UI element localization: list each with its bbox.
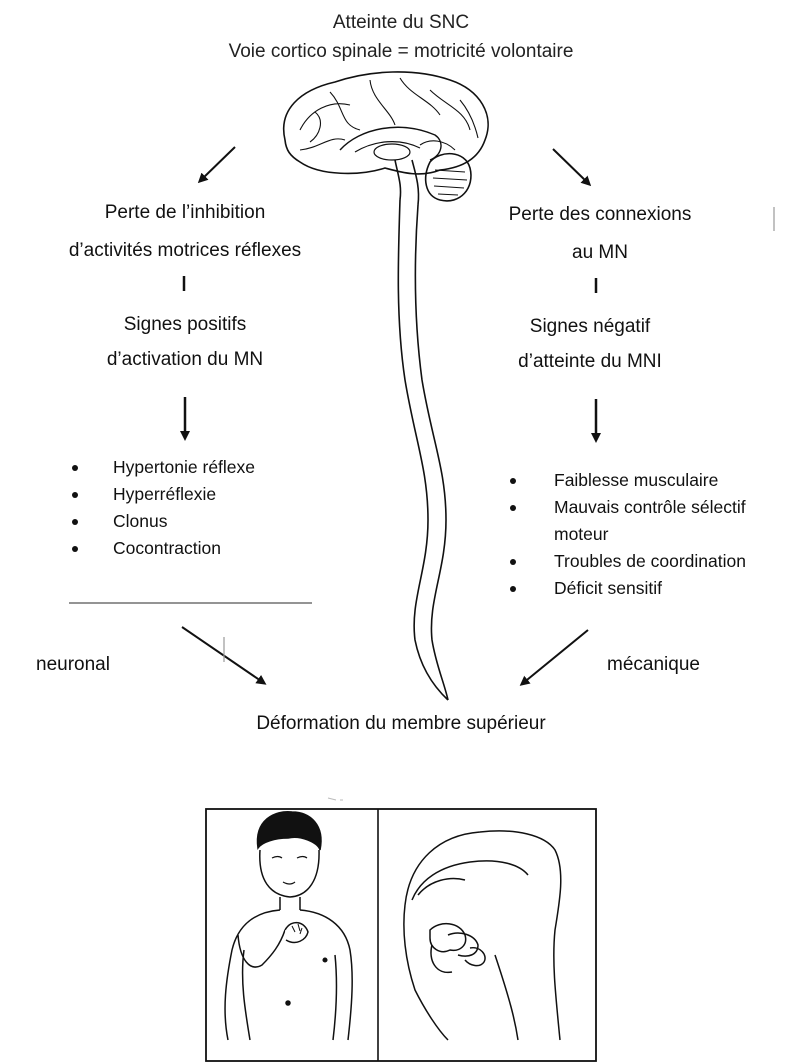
left-symptom: Cocontraction [113,538,221,558]
list-item: Troubles de coordination [510,548,746,575]
spinal-cord-illustration [398,200,448,700]
deformity-figure [206,798,596,1061]
list-item: moteur [510,521,746,548]
bullet-icon [510,478,516,484]
right-signs-line2: d’atteinte du MNI [470,352,710,371]
list-item: Faiblesse musculaire [510,467,746,494]
arrow-top-left [200,147,235,181]
right-heading-line2: au MN [480,243,720,262]
right-symptom: Déficit sensitif [554,578,662,598]
left-symptom: Hypertonie réflexe [113,457,255,477]
left-heading-line2: d’activités motrices réflexes [0,241,370,260]
bullet-icon [72,519,78,525]
bullet-icon [510,586,516,592]
bullet-icon [510,505,516,511]
left-signs-line1: Signes positifs [0,315,370,334]
hand-illustration [404,831,561,1040]
left-symptom: Hyperréflexie [113,484,216,504]
bullet-icon [72,492,78,498]
left-symptom: Clonus [113,511,167,531]
arrow-mecanique [522,630,588,684]
label-neuronal: neuronal [36,655,110,674]
arrow-neuronal [182,627,264,683]
right-symptom: Mauvais contrôle sélectif [554,497,746,517]
right-symptom: moteur [554,524,608,544]
list-item: Hyperréflexie [72,481,255,508]
left-signs-line2: d’activation du MN [0,350,370,369]
child-illustration [225,812,352,1040]
list-item: Cocontraction [72,535,255,562]
right-heading-line1: Perte des connexions [480,205,720,224]
right-signs-line1: Signes négatif [470,317,710,336]
right-symptom-list: Faiblesse musculaire Mauvais contrôle sé… [510,467,746,602]
list-item: Déficit sensitif [510,575,746,602]
brain-illustration [284,72,488,205]
bullet-icon [72,465,78,471]
list-item: Clonus [72,508,255,535]
result-label: Déformation du membre supérieur [0,714,802,733]
bullet-icon [510,559,516,565]
left-symptom-list: Hypertonie réflexe Hyperréflexie Clonus … [72,454,255,562]
list-item: Mauvais contrôle sélectif [510,494,746,521]
label-mecanique: mécanique [607,655,700,674]
list-item: Hypertonie réflexe [72,454,255,481]
right-symptom: Faiblesse musculaire [554,470,718,490]
right-symptom: Troubles de coordination [554,551,746,571]
bullet-icon [72,546,78,552]
left-heading-line1: Perte de l’inhibition [0,203,370,222]
arrow-top-right [553,149,589,184]
